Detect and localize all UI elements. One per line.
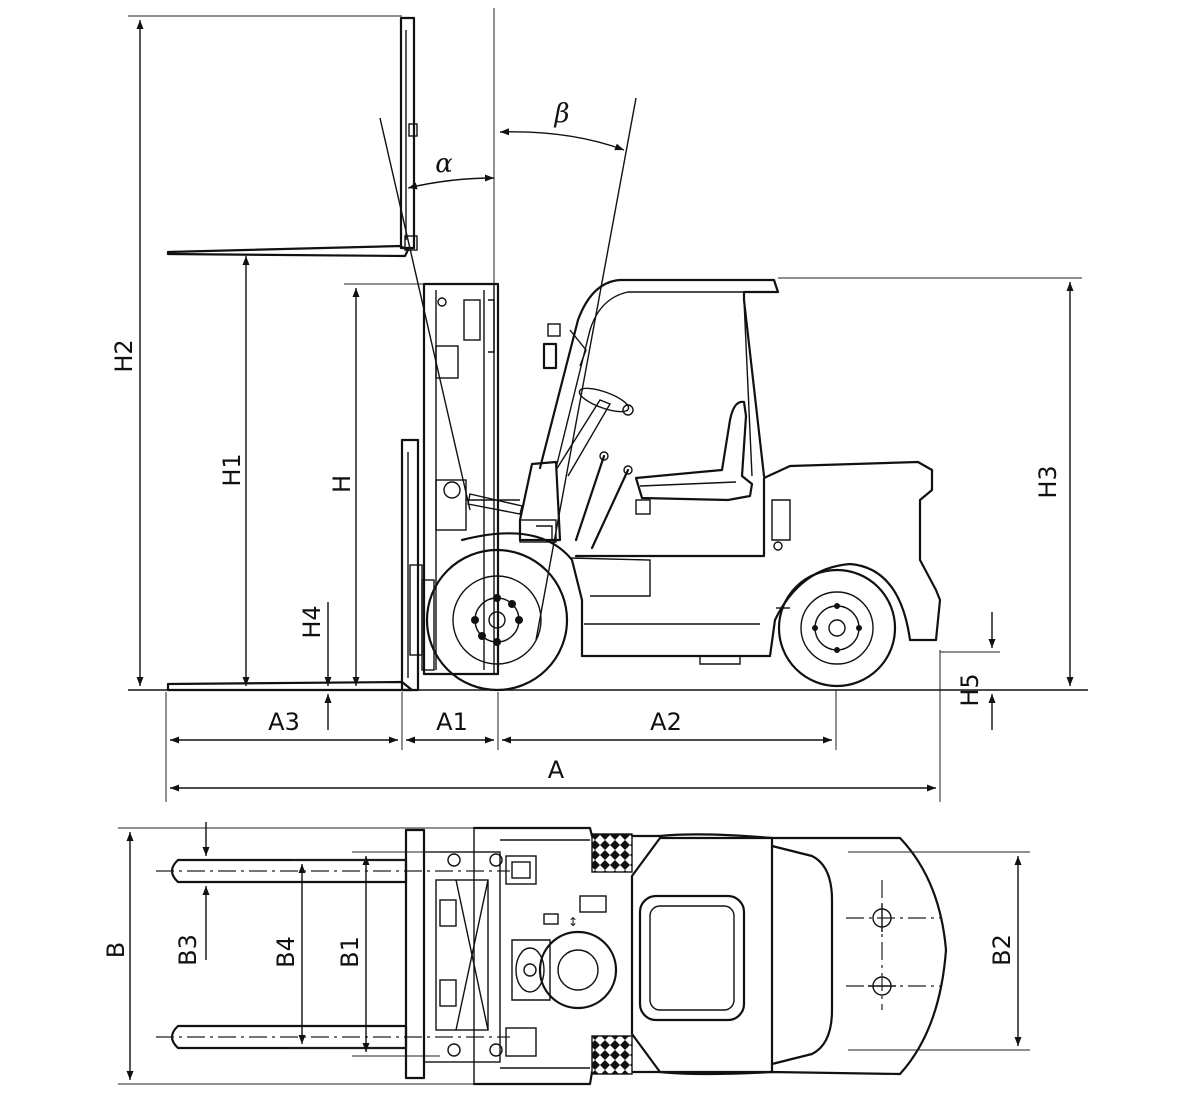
left-step	[591, 833, 633, 873]
label-A3: A3	[268, 708, 300, 736]
label-H3: H3	[1034, 465, 1062, 498]
svg-text:↕: ↕	[568, 915, 578, 929]
label-alpha: α	[435, 149, 453, 179]
truck-body	[460, 460, 942, 665]
tilt-cylinder	[467, 493, 523, 515]
label-H: H	[328, 475, 356, 493]
mast	[422, 282, 520, 676]
control-levers	[574, 451, 633, 550]
counterweight-marks	[846, 880, 940, 1010]
operator-seat	[634, 400, 754, 502]
top-carriage	[404, 828, 503, 1080]
backward-tilt-line	[535, 97, 637, 641]
top-view: ↕	[102, 822, 1030, 1086]
label-A: A	[548, 756, 565, 784]
label-B1: B1	[336, 936, 364, 968]
lowered-fork	[166, 438, 435, 692]
top-frame: ↕	[472, 826, 948, 1086]
top-steering-wheel	[511, 930, 618, 1010]
label-B4: B4	[272, 936, 300, 968]
steering	[518, 387, 634, 543]
label-beta: β	[553, 99, 569, 129]
label-H4: H4	[298, 605, 326, 638]
label-H5: H5	[956, 673, 984, 706]
label-B: B	[102, 942, 130, 958]
label-B3: B3	[174, 934, 202, 966]
label-B2: B2	[988, 934, 1016, 966]
top-cab	[630, 836, 834, 1074]
front-wheel	[425, 548, 569, 692]
raised-fork	[166, 16, 418, 258]
overhead-guard	[538, 278, 780, 478]
right-step	[591, 1035, 633, 1075]
label-H1: H1	[218, 453, 246, 486]
label-A1: A1	[436, 708, 468, 736]
side-view: H2 H1 H H4 H3 H5 A3 A1 A2 A α β	[110, 8, 1088, 802]
top-dimensions	[118, 822, 1030, 1085]
rear-wheel	[777, 568, 897, 688]
label-A2: A2	[650, 708, 682, 736]
label-H2: H2	[110, 339, 138, 372]
side-dimensions	[128, 15, 1082, 802]
